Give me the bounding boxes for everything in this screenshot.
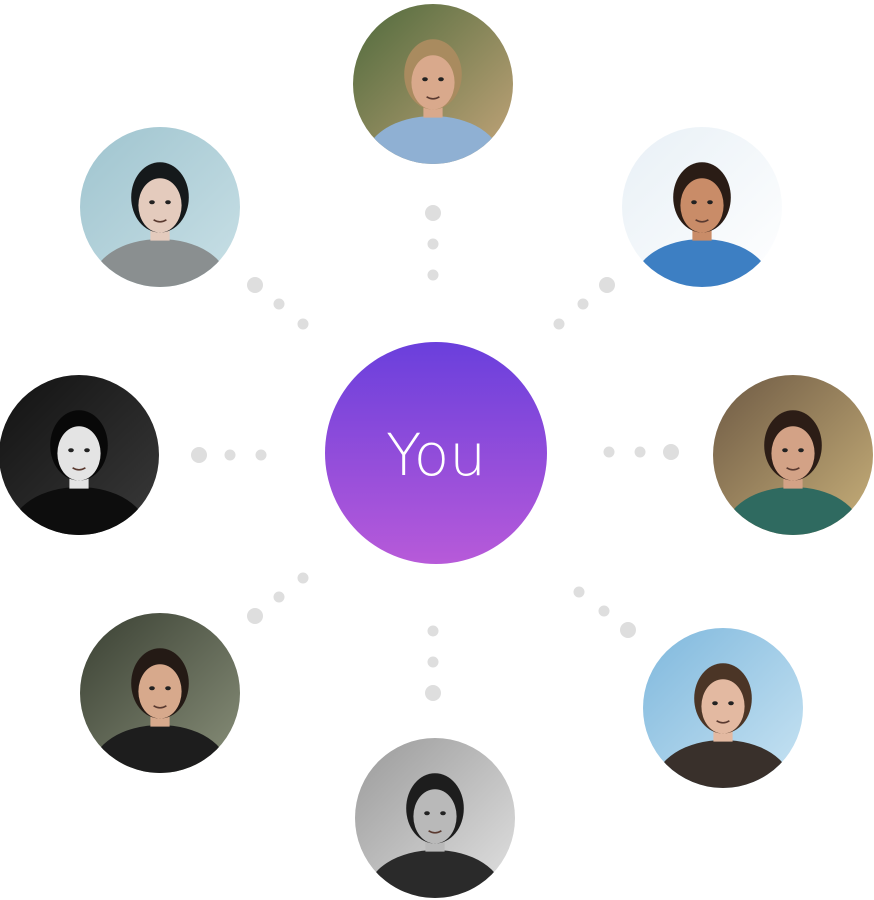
avatar-mouth bbox=[786, 467, 800, 471]
avatar-eye bbox=[691, 200, 697, 205]
avatar-mouth bbox=[716, 720, 730, 724]
connector-dots bbox=[191, 205, 679, 701]
avatar-mouth bbox=[153, 219, 167, 223]
avatar-body bbox=[365, 116, 501, 164]
avatar-bottom-left[interactable] bbox=[80, 613, 240, 813]
avatar-eye bbox=[68, 448, 74, 453]
connector-dot bbox=[577, 298, 589, 310]
avatar-eye bbox=[84, 448, 90, 453]
connector-dot bbox=[427, 269, 439, 281]
avatar-top-left[interactable] bbox=[80, 127, 240, 327]
avatar-eye bbox=[422, 77, 428, 82]
connector-dot bbox=[663, 444, 679, 460]
connector-dot bbox=[425, 685, 441, 701]
connector-dot bbox=[598, 605, 610, 617]
avatar-eye bbox=[712, 701, 718, 706]
connector-dot bbox=[273, 591, 285, 603]
avatar-face bbox=[701, 679, 745, 734]
connector-dot bbox=[297, 572, 309, 584]
avatar-body bbox=[655, 740, 791, 788]
avatar-body bbox=[92, 725, 228, 773]
avatar-bottom[interactable] bbox=[355, 738, 515, 900]
avatar-face bbox=[138, 664, 182, 719]
connector-dot bbox=[191, 447, 207, 463]
avatar-eye bbox=[149, 200, 155, 205]
avatar-top-right[interactable] bbox=[622, 127, 782, 327]
avatar-eye bbox=[424, 811, 430, 816]
avatar-eye bbox=[707, 200, 713, 205]
avatar-mouth bbox=[426, 96, 440, 100]
avatar-face bbox=[57, 426, 101, 481]
center-circle bbox=[325, 342, 547, 564]
avatar-eye bbox=[440, 811, 446, 816]
avatar-eye bbox=[165, 200, 171, 205]
connector-dot bbox=[247, 277, 263, 293]
avatar-face bbox=[411, 55, 455, 110]
avatar-face bbox=[138, 178, 182, 233]
avatar-face bbox=[771, 426, 815, 481]
avatar-top[interactable] bbox=[353, 4, 513, 204]
avatar-eye bbox=[798, 448, 804, 453]
avatar-body bbox=[367, 850, 503, 898]
avatar-mouth bbox=[153, 705, 167, 709]
connector-dot bbox=[425, 205, 441, 221]
avatar-eye bbox=[438, 77, 444, 82]
connector-dot bbox=[573, 586, 585, 598]
connector-dot bbox=[427, 238, 439, 250]
avatar-mouth bbox=[72, 467, 86, 471]
avatar-mouth bbox=[695, 219, 709, 223]
avatar-body bbox=[11, 487, 147, 535]
center-node[interactable]: You bbox=[325, 342, 547, 564]
connector-dot bbox=[297, 318, 309, 330]
avatar-right[interactable] bbox=[713, 375, 873, 575]
avatar-eye bbox=[782, 448, 788, 453]
connector-dot bbox=[255, 449, 267, 461]
connector-dot bbox=[620, 622, 636, 638]
connector-dot bbox=[273, 298, 285, 310]
avatar-eye bbox=[149, 686, 155, 691]
avatar-ring bbox=[0, 4, 873, 900]
avatar-face bbox=[413, 789, 457, 844]
connector-dot bbox=[634, 446, 646, 458]
avatar-mouth bbox=[428, 830, 442, 834]
avatar-eye bbox=[728, 701, 734, 706]
avatar-body bbox=[725, 487, 861, 535]
avatar-body bbox=[634, 239, 770, 287]
connector-dot bbox=[427, 625, 439, 637]
connector-dot bbox=[224, 449, 236, 461]
connector-dot bbox=[599, 277, 615, 293]
avatar-body bbox=[92, 239, 228, 287]
avatar-left[interactable] bbox=[0, 375, 159, 575]
connector-dot bbox=[553, 318, 565, 330]
center-label: You bbox=[386, 421, 486, 489]
avatar-bottom-right[interactable] bbox=[643, 628, 803, 828]
avatar-face bbox=[680, 178, 724, 233]
connector-dot bbox=[247, 608, 263, 624]
connector-dot bbox=[603, 446, 615, 458]
avatar-eye bbox=[165, 686, 171, 691]
connector-dot bbox=[427, 656, 439, 668]
